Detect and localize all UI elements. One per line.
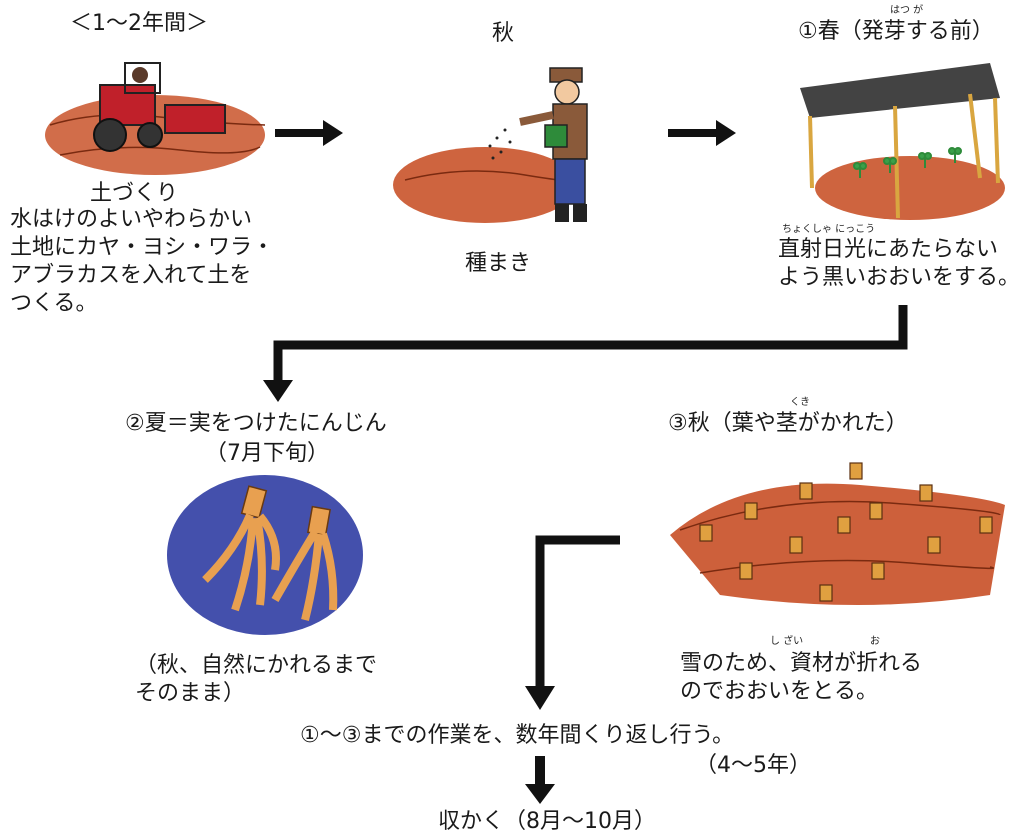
repeat-years: （4〜5年） (695, 753, 811, 778)
spring-ruby-chokusha: ちょくしゃ にっこう (782, 224, 876, 235)
harvest-label: 収かく（8月〜10月） (438, 809, 656, 834)
sowing-season-label: 秋 (492, 21, 515, 46)
carrot-seed-illustration (167, 475, 363, 635)
summer-description: （秋、自然にかれるまで そのまま） (135, 652, 377, 708)
black-cover-illustration (800, 63, 1005, 220)
repeat-instruction: ①〜③までの作業を、数年間くり返し行う。 (300, 723, 735, 748)
right-arrow-2 (668, 120, 736, 146)
autumn-desc-line: のでおおいをとる。 (680, 679, 879, 704)
soil-title: 土づくり (90, 181, 179, 206)
soil-description: 水はけのよいやわらかい 土地にカヤ・ヨシ・ワラ・ アブラカスを入れて土を つくる… (10, 206, 274, 318)
summer-heading: ②夏＝実をつけたにんじん (125, 411, 387, 436)
autumn-ruby-kuki: くき (790, 397, 810, 408)
soil-desc-line: アブラカスを入れて土を (10, 263, 252, 288)
soil-desc-line: 水はけのよいやわらかい (10, 207, 253, 232)
autumn-ruby-shizai: し ざい (770, 636, 804, 647)
summer-desc-line: （秋、自然にかれるまで (135, 653, 378, 678)
autumn-description: 雪のため、資材が折れる のでおおいをとる。 (680, 650, 922, 706)
soil-desc-line: 土地にカヤ・ヨシ・ワラ・ (10, 235, 275, 260)
spring-description: 直射日光にあたらない よう黒いおおいをする。 (778, 236, 1020, 292)
down-arrow-harvest (525, 756, 555, 804)
spring-ruby-hatsuga: はつ が (890, 5, 924, 16)
autumn-heading: ③秋（葉や茎がかれた） (668, 411, 908, 436)
soil-desc-line: つくる。 (10, 291, 98, 316)
spring-desc-line: よう黒いおおいをする。 (778, 265, 1021, 290)
autumn-ruby-o: お (870, 636, 880, 647)
withered-field-illustration (670, 462, 1005, 605)
summer-desc-line: そのまま） (135, 681, 246, 706)
autumn-desc-line: 雪のため、資材が折れる (680, 651, 923, 676)
sowing-title: 種まき (465, 251, 532, 276)
tractor-illustration (45, 62, 266, 175)
spring-desc-line: 直射日光にあたらない (778, 237, 999, 262)
spring-heading: ①春（発芽する前） (798, 19, 994, 44)
summer-subheading: （7月下旬） (205, 441, 329, 466)
right-arrow-1 (275, 120, 343, 146)
farmer-sowing-illustration (393, 67, 588, 223)
soil-period-label: ＜1〜2年間＞ (70, 11, 208, 36)
